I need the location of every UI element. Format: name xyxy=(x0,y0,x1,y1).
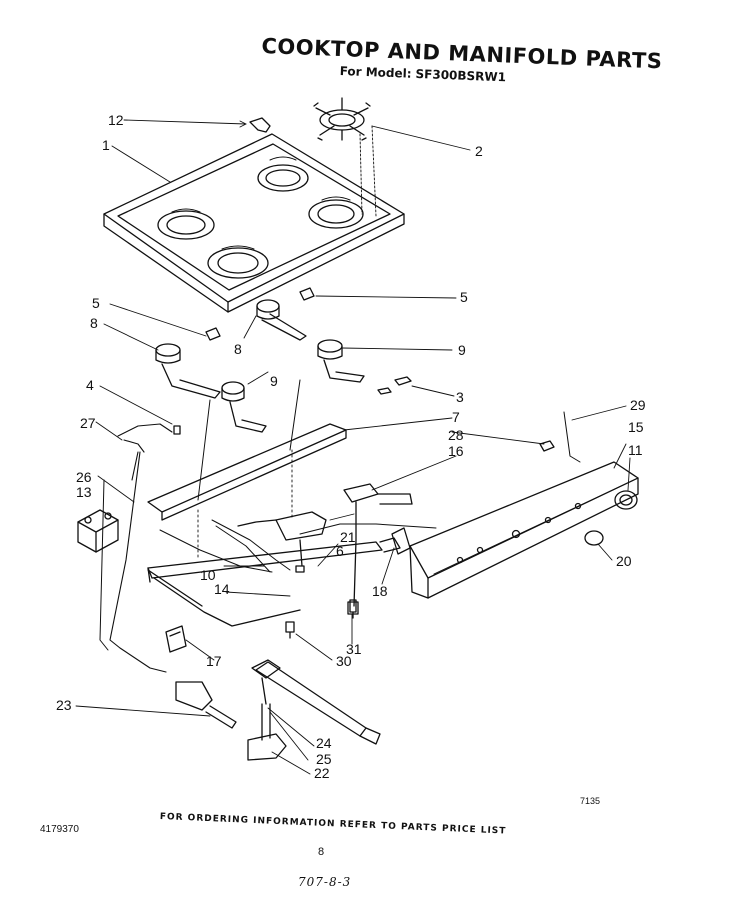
gas-valve xyxy=(343,483,413,615)
drawing-code: 7135 xyxy=(580,796,601,806)
burner-front-left xyxy=(155,343,221,399)
callout-4: 4 xyxy=(86,377,94,393)
callout-22: 22 xyxy=(314,765,330,781)
wire-clip xyxy=(563,411,581,463)
callout-31: 31 xyxy=(346,641,362,657)
part-number: 4179370 xyxy=(40,824,79,835)
oven-pilot xyxy=(175,681,237,729)
callout-16: 16 xyxy=(448,443,464,459)
hold-down-clip xyxy=(249,117,271,133)
callout-11: 11 xyxy=(628,442,643,458)
burner-support-bracket xyxy=(147,423,347,521)
burner-front-right xyxy=(221,381,267,433)
callout-numbers: 12 1 2 5 5 8 8 9 9 3 4 27 7 29 28 15 16 … xyxy=(56,112,646,781)
callout-15: 15 xyxy=(628,419,644,435)
callout-24: 24 xyxy=(316,735,332,751)
callout-7: 7 xyxy=(452,409,460,425)
callout-27: 27 xyxy=(80,415,96,431)
feed-tube xyxy=(159,519,291,573)
burner-openings xyxy=(157,164,364,279)
callout-14: 14 xyxy=(214,581,230,597)
callout-26: 26 xyxy=(76,469,92,485)
mounting-screw xyxy=(285,621,295,639)
oven-burner-tube xyxy=(251,659,381,745)
callout-13: 13 xyxy=(76,484,92,500)
callout-1: 1 xyxy=(102,137,110,153)
callout-29: 29 xyxy=(630,397,646,413)
burner-rear-left xyxy=(256,299,307,341)
burner-grate xyxy=(313,97,371,141)
callout-12: 12 xyxy=(108,112,124,128)
callout-5-left: 5 xyxy=(92,295,100,311)
control-panel xyxy=(409,461,639,599)
burner-clip xyxy=(205,287,315,341)
valve-bracket xyxy=(391,527,411,555)
callout-8-left: 8 xyxy=(90,315,98,331)
leader-lines xyxy=(75,119,631,775)
burner-valves xyxy=(237,511,327,573)
cooktop xyxy=(103,133,405,313)
callout-10: 10 xyxy=(200,567,216,583)
mounting-bracket xyxy=(165,625,187,653)
callout-25: 25 xyxy=(316,751,332,767)
callout-2: 2 xyxy=(475,143,483,159)
callout-9-right: 9 xyxy=(458,342,466,358)
callout-6: 6 xyxy=(336,543,344,559)
callout-20: 20 xyxy=(616,553,632,569)
callout-8-right: 8 xyxy=(234,341,242,357)
control-knob-small xyxy=(584,530,604,546)
callout-3: 3 xyxy=(456,389,464,405)
callout-23: 23 xyxy=(56,697,72,713)
burner-rear-right xyxy=(317,339,365,383)
oven-safety-valve xyxy=(247,703,287,761)
manifold-pipe xyxy=(147,537,401,627)
callout-9-left: 9 xyxy=(270,373,278,389)
callout-21: 21 xyxy=(340,529,356,545)
callout-5-right: 5 xyxy=(460,289,468,305)
capillary-tube xyxy=(109,423,173,673)
handwritten-note: 707-8-3 xyxy=(298,875,352,889)
grommet xyxy=(539,440,555,452)
callout-30: 30 xyxy=(336,653,352,669)
callout-18: 18 xyxy=(372,583,388,599)
callout-28: 28 xyxy=(448,427,464,443)
callout-17: 17 xyxy=(206,653,222,669)
oven-thermostat xyxy=(77,509,119,553)
page-number: 8 xyxy=(318,846,325,858)
control-knob xyxy=(614,490,638,510)
burner-orifice xyxy=(377,376,412,395)
screw xyxy=(173,425,181,435)
